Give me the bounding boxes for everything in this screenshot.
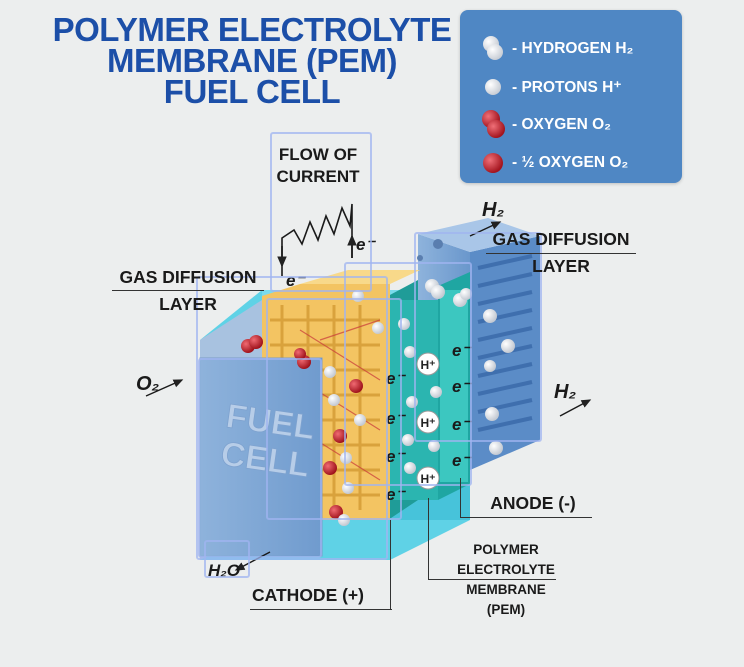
anode-leader [460, 478, 462, 518]
electron-label: e⁻ [452, 341, 472, 360]
hydrogen-outlet-label: H₂ [554, 381, 576, 403]
gdl-left-underline [112, 290, 264, 292]
oxygen-inlet-label: O₂ [136, 373, 160, 395]
proton-markers [416, 352, 440, 490]
cathode-plate [199, 300, 323, 560]
pem-label: POLYMER ELECTROLYTE MEMBRANE (PEM) [457, 542, 555, 617]
highlight-cathode-plate [198, 358, 322, 558]
electron-label: e⁻ [286, 271, 306, 290]
highlight-cathode-catalyst [266, 298, 402, 520]
electron-label: e⁻ [452, 377, 472, 396]
half-oxygen-icon [483, 153, 503, 173]
anode-catalyst-layer [440, 290, 468, 482]
electron-label: e⁻ [452, 451, 472, 470]
gas-diffusion-layer-left-label: GAS DIFFUSION LAYER [119, 267, 257, 314]
cathode-underline [250, 609, 392, 611]
title-line-3: FUEL CELL [163, 73, 341, 110]
highlight-water-outlet [204, 540, 250, 578]
cathode-leader [390, 520, 392, 610]
legend-item-half-oxygen: - ½ OXYGEN O₂ [478, 148, 678, 178]
proton-label: H⁺ [421, 472, 436, 486]
legend-label-hydrogen: - HYDROGEN H₂ [512, 40, 634, 57]
oxygen-molecule-icon [482, 110, 505, 138]
proton-label: H⁺ [421, 358, 436, 372]
legend-label-oxygen: - OXYGEN O₂ [512, 116, 612, 133]
electron-label: e⁻ [452, 415, 472, 434]
proton-label: H⁺ [421, 416, 436, 430]
gdl-right-underline [486, 253, 636, 255]
highlight-flow-of-current [270, 132, 372, 292]
anode-label: ANODE (-) [490, 493, 576, 513]
hydrogen-inlet-label: H₂ [482, 199, 504, 221]
highlight-cathode-gas-diffusion [196, 276, 388, 560]
diagram-title: POLYMER ELECTROLYTE MEMBRANE (PEM) FUEL … [40, 11, 464, 110]
title-line-1: POLYMER ELECTROLYTE [52, 11, 452, 48]
flow-of-current-label: FLOW OF CURRENT [276, 145, 360, 186]
proton-icon [485, 79, 501, 95]
title-line-2: MEMBRANE (PEM) [107, 42, 397, 79]
pem-underline [428, 579, 556, 581]
hydrogen-molecule-icon [483, 36, 503, 60]
external-circuit [277, 203, 357, 276]
highlight-anode-gas-diffusion [414, 232, 542, 442]
legend-panel: - HYDROGEN H₂ - PROTONS H⁺ - OXYGEN O₂ -… [460, 10, 682, 183]
pem-leader [428, 498, 430, 580]
legend-item-protons: - PROTONS H⁺ [478, 72, 678, 102]
highlight-membrane [344, 262, 472, 486]
legend-item-hydrogen: - HYDROGEN H₂ [478, 34, 678, 64]
anode-underline [460, 517, 592, 519]
legend-label-protons: - PROTONS H⁺ [512, 78, 622, 96]
water-outlet-label: H₂O [208, 561, 240, 580]
cathode-label: CATHODE (+) [252, 585, 364, 605]
legend-item-oxygen: - OXYGEN O₂ [478, 110, 678, 140]
legend-label-half-oxygen: - ½ OXYGEN O₂ [512, 154, 629, 171]
gas-diffusion-layer-right-label: GAS DIFFUSION LAYER [492, 229, 630, 276]
